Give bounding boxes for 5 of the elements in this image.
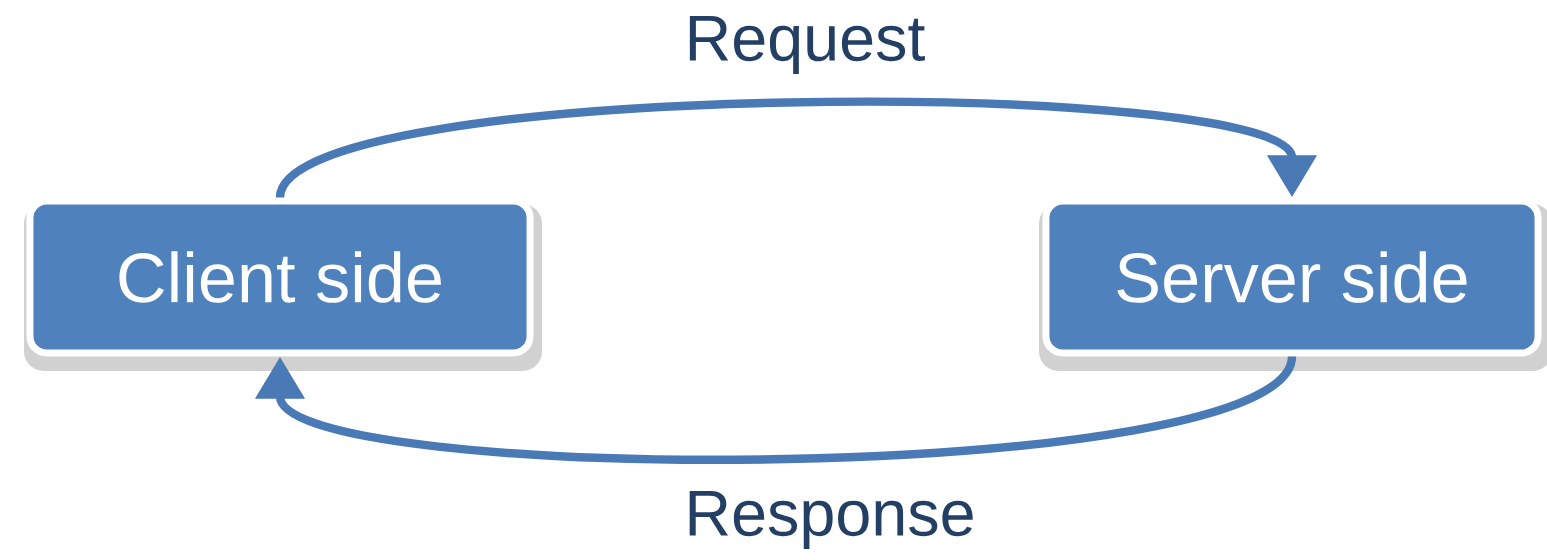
process-box: Client side bbox=[24, 197, 542, 371]
edge-label: Response bbox=[681, 488, 979, 552]
edge-label: Request bbox=[681, 13, 929, 77]
arrow bbox=[254, 354, 1296, 464]
process-box: Server side bbox=[1039, 197, 1547, 371]
